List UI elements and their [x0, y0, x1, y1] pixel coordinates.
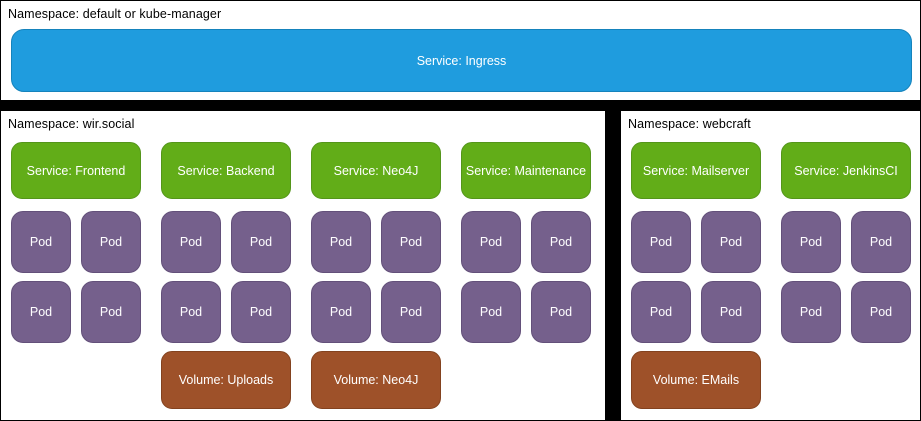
pod-label: Pod	[649, 235, 673, 249]
pod-label: Pod	[399, 235, 423, 249]
pod-label: Pod	[29, 305, 53, 319]
pod-label: Pod	[29, 235, 53, 249]
pod-label: Pod	[179, 305, 203, 319]
namespace-panel-wir-social: Namespace: wir.social Service: Frontend …	[0, 110, 606, 421]
volume-neo4j[interactable]: Volume: Neo4J	[311, 351, 441, 409]
service-maintenance[interactable]: Service: Maintenance	[461, 142, 591, 199]
pod-label: Pod	[329, 305, 353, 319]
pod-label: Pod	[179, 235, 203, 249]
pod-backend-2[interactable]: Pod	[231, 211, 291, 273]
pod-backend-4[interactable]: Pod	[231, 281, 291, 343]
volume-neo4j-label: Volume: Neo4J	[333, 373, 419, 387]
service-jenkinsci-label: Service: JenkinsCI	[794, 163, 898, 178]
volume-uploads-label: Volume: Uploads	[178, 373, 274, 387]
service-mailserver-label: Service: Mailserver	[642, 163, 750, 178]
service-frontend[interactable]: Service: Frontend	[11, 142, 141, 199]
pod-label: Pod	[99, 305, 123, 319]
pod-mailserver-3[interactable]: Pod	[631, 281, 691, 343]
pod-neo4j-1[interactable]: Pod	[311, 211, 371, 273]
pod-mailserver-4[interactable]: Pod	[701, 281, 761, 343]
pod-jenkinsci-2[interactable]: Pod	[851, 211, 911, 273]
pod-label: Pod	[249, 235, 273, 249]
pod-backend-1[interactable]: Pod	[161, 211, 221, 273]
pod-label: Pod	[869, 235, 893, 249]
service-ingress[interactable]: Service: Ingress	[11, 29, 912, 92]
pod-label: Pod	[479, 305, 503, 319]
service-mailserver[interactable]: Service: Mailserver	[631, 142, 761, 199]
pod-mailserver-1[interactable]: Pod	[631, 211, 691, 273]
namespace-panel-webcraft: Namespace: webcraft Service: Mailserver …	[620, 110, 921, 421]
pod-neo4j-4[interactable]: Pod	[381, 281, 441, 343]
volume-emails-label: Volume: EMails	[652, 373, 740, 387]
pod-maintenance-3[interactable]: Pod	[461, 281, 521, 343]
service-neo4j[interactable]: Service: Neo4J	[311, 142, 441, 199]
namespace-label-webcraft: Namespace: webcraft	[628, 117, 751, 131]
pod-maintenance-2[interactable]: Pod	[531, 211, 591, 273]
service-frontend-label: Service: Frontend	[26, 163, 126, 178]
pod-mailserver-2[interactable]: Pod	[701, 211, 761, 273]
pod-label: Pod	[649, 305, 673, 319]
service-backend[interactable]: Service: Backend	[161, 142, 291, 199]
pod-label: Pod	[799, 235, 823, 249]
pod-jenkinsci-3[interactable]: Pod	[781, 281, 841, 343]
pod-frontend-1[interactable]: Pod	[11, 211, 71, 273]
pod-backend-3[interactable]: Pod	[161, 281, 221, 343]
pod-maintenance-1[interactable]: Pod	[461, 211, 521, 273]
pod-label: Pod	[869, 305, 893, 319]
pod-maintenance-4[interactable]: Pod	[531, 281, 591, 343]
volume-uploads[interactable]: Volume: Uploads	[161, 351, 291, 409]
service-neo4j-label: Service: Neo4J	[333, 163, 419, 178]
service-jenkinsci[interactable]: Service: JenkinsCI	[781, 142, 911, 199]
pod-neo4j-3[interactable]: Pod	[311, 281, 371, 343]
pod-label: Pod	[549, 235, 573, 249]
pod-frontend-4[interactable]: Pod	[81, 281, 141, 343]
pod-label: Pod	[249, 305, 273, 319]
pod-label: Pod	[399, 305, 423, 319]
pod-label: Pod	[549, 305, 573, 319]
pod-neo4j-2[interactable]: Pod	[381, 211, 441, 273]
pod-label: Pod	[719, 235, 743, 249]
pod-jenkinsci-4[interactable]: Pod	[851, 281, 911, 343]
service-maintenance-label: Service: Maintenance	[465, 163, 587, 178]
pod-jenkinsci-1[interactable]: Pod	[781, 211, 841, 273]
pod-label: Pod	[329, 235, 353, 249]
namespace-panel-default: Namespace: default or kube-manager Servi…	[0, 0, 921, 101]
pod-label: Pod	[479, 235, 503, 249]
pod-label: Pod	[99, 235, 123, 249]
service-backend-label: Service: Backend	[177, 163, 275, 178]
volume-emails[interactable]: Volume: EMails	[631, 351, 761, 409]
pod-label: Pod	[799, 305, 823, 319]
pod-frontend-3[interactable]: Pod	[11, 281, 71, 343]
namespace-label-default: Namespace: default or kube-manager	[8, 7, 222, 21]
service-ingress-label: Service: Ingress	[416, 53, 507, 68]
namespace-label-wir-social: Namespace: wir.social	[8, 117, 135, 131]
pod-frontend-2[interactable]: Pod	[81, 211, 141, 273]
pod-label: Pod	[719, 305, 743, 319]
